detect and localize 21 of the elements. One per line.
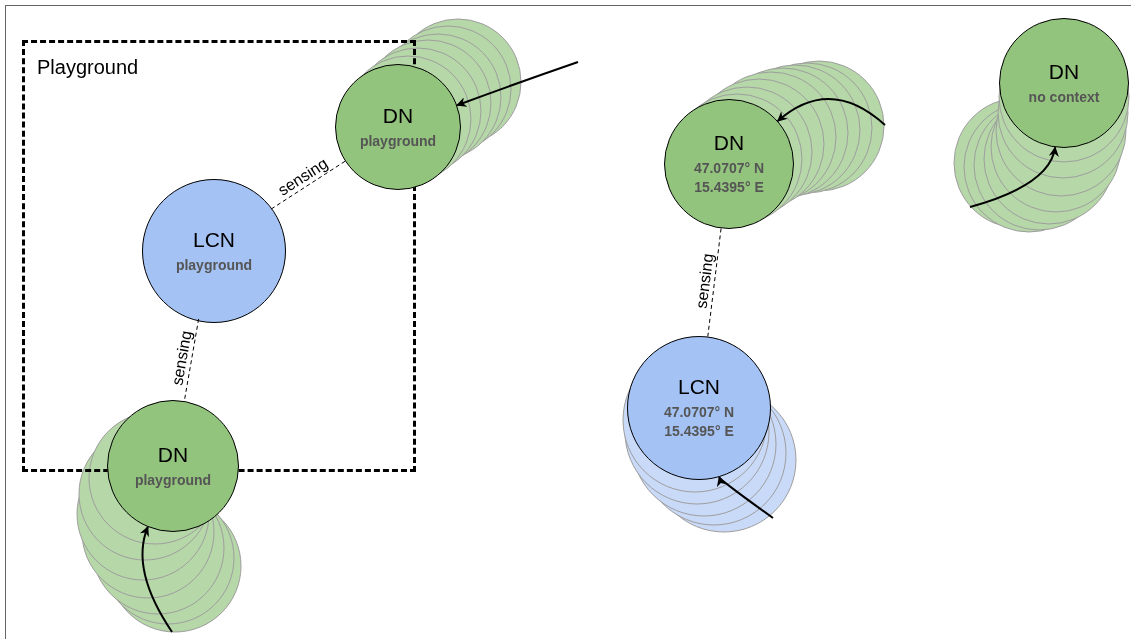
node-subtitle: playground xyxy=(175,255,253,275)
connector-line xyxy=(270,160,346,210)
node-title: LCN xyxy=(193,227,235,252)
arrow xyxy=(456,61,579,107)
node-subtitle: no context xyxy=(1028,87,1100,107)
node-subtitle: playground xyxy=(359,131,437,151)
node-title: DN xyxy=(382,103,414,128)
arrow xyxy=(718,476,774,519)
node-title: DN xyxy=(713,131,745,155)
node-subtitle: playground xyxy=(134,470,212,490)
node-title: DN xyxy=(157,442,189,467)
arrow xyxy=(969,146,1059,208)
connector-line xyxy=(183,318,200,402)
arrow xyxy=(140,526,173,633)
connector-line xyxy=(707,228,722,338)
region-title: Playground xyxy=(37,55,139,79)
node-subtitle: 47.0707° N 15.4395° E xyxy=(692,159,766,197)
arrow xyxy=(776,98,886,126)
node-title: DN xyxy=(1048,59,1080,84)
node-subtitle: 47.0707° N 15.4395° E xyxy=(662,403,736,441)
node-title: LCN xyxy=(678,375,720,399)
